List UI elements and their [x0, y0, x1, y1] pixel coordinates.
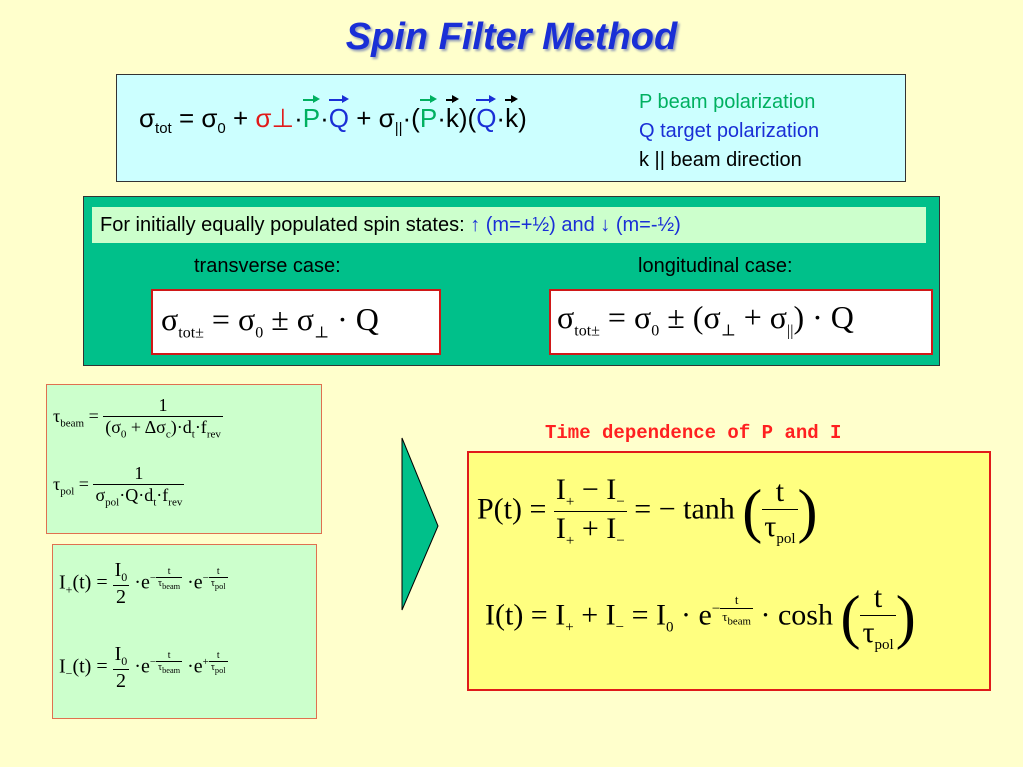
- dt-sub: t: [153, 496, 157, 509]
- vector-q: Q: [328, 95, 350, 133]
- beam-sub: beam: [162, 665, 181, 675]
- plus-sub: +: [565, 533, 575, 549]
- minus-sub: −: [615, 619, 625, 636]
- sub-zero: 0: [651, 322, 660, 340]
- t-symbol: t: [873, 581, 883, 614]
- sigma0-sub: 0: [120, 428, 127, 441]
- p-fraction: I+ − I− I+ + I−: [553, 473, 627, 549]
- denominator-two: 2: [112, 669, 130, 693]
- header-text: For initially equally populated spin sta…: [100, 214, 471, 236]
- right-arrow-icon: [401, 437, 439, 611]
- sub-tot-pm: tot±: [178, 324, 204, 342]
- plus-sub: +: [65, 582, 73, 597]
- beam-subscript: beam: [60, 417, 85, 430]
- i0-over-2: I0 2: [112, 559, 130, 609]
- longitudinal-formula: σtot± = σ0 ± (σ⊥ + σ||) · Q: [549, 289, 933, 355]
- vector-q: Q: [476, 95, 497, 133]
- total-cross-section-equation: σtot = σ0 + σ⊥·P·Q + σ||·(P·k)(Q·k): [139, 95, 527, 138]
- vector-k: k: [445, 95, 459, 133]
- sigma-perp: σ⊥: [255, 103, 295, 133]
- t-symbol: t: [167, 649, 171, 661]
- beam-sub: beam: [727, 615, 751, 628]
- vector-p: P: [419, 95, 438, 133]
- spin-states-box: For initially equally populated spin sta…: [83, 196, 940, 366]
- sub-par: ||: [787, 322, 794, 340]
- numerator-one: 1: [158, 395, 168, 415]
- tau-pol-denominator: σpol·Q·dt·frev: [93, 484, 185, 509]
- t-symbol: t: [775, 475, 785, 508]
- t-symbol: t: [216, 649, 220, 661]
- tau-beam-fraction: 1 (σ0 + Δσc)·dt·frev: [103, 395, 223, 441]
- minus-sub: −: [65, 666, 73, 681]
- t-symbol: t: [734, 592, 739, 608]
- tau-beam-denominator: (σ0 + Δσc)·dt·frev: [103, 416, 223, 441]
- vector-k: k: [505, 95, 519, 133]
- q-symbol: Q: [125, 485, 139, 505]
- minus-sub: −: [616, 494, 625, 510]
- spin-states-header: For initially equally populated spin sta…: [92, 207, 926, 243]
- slide-title: Spin Filter Method: [345, 16, 678, 58]
- sub-zero: 0: [255, 324, 264, 342]
- transverse-formula: σtot± = σ0 ± σ⊥ · Q: [151, 289, 441, 355]
- q-symbol: Q: [355, 301, 379, 337]
- t-symbol: t: [216, 565, 220, 577]
- tau-beam-equation: τbeam = 1 (σ0 + Δσc)·dt·frev: [53, 395, 223, 441]
- i-symbol: I: [114, 559, 122, 581]
- legend-q: Q target polarization: [639, 120, 820, 142]
- tanh-function: tanh: [683, 492, 735, 526]
- legend-p: P beam polarization: [639, 91, 816, 113]
- tot-subscript: tot: [155, 120, 172, 138]
- pol-sub: pol: [214, 581, 226, 591]
- pol-sub: pol: [874, 637, 894, 653]
- spin-states-values: ↑ (m=+½) and ↓ (m=-½): [470, 214, 681, 236]
- zero-subscript: 0: [217, 120, 226, 138]
- frev-sub: rev: [168, 496, 183, 509]
- minus-sub: −: [616, 533, 625, 549]
- cross-section-box: σtot = σ0 + σ⊥·P·Q + σ||·(P·k)(Q·k) P be…: [116, 74, 906, 182]
- cosh-function: cosh: [777, 598, 833, 632]
- parallel-subscript: ||: [394, 120, 403, 138]
- q-symbol: Q: [830, 299, 854, 335]
- pol-sub: pol: [776, 531, 796, 547]
- zero-sub: 0: [666, 619, 674, 636]
- transverse-label: transverse case:: [194, 255, 341, 277]
- numerator-one: 1: [134, 463, 144, 483]
- delta-sigma-sub: c: [165, 428, 171, 441]
- tau-pol-equation: τpol = 1 σpol·Q·dt·frev: [53, 463, 185, 509]
- frev-sub: rev: [206, 428, 221, 441]
- plus-sub: +: [565, 494, 575, 510]
- t-symbol: t: [167, 565, 171, 577]
- beam-sub: beam: [162, 581, 181, 591]
- sigma-zero: σ: [201, 103, 218, 133]
- longitudinal-label: longitudinal case:: [638, 255, 793, 277]
- sub-tot-pm: tot±: [574, 322, 600, 340]
- lifetime-box: τbeam = 1 (σ0 + Δσc)·dt·frev τpol = 1 σp…: [46, 384, 322, 534]
- vector-p: P: [302, 95, 321, 133]
- dt-sub: t: [191, 428, 195, 441]
- zero-sub: 0: [121, 570, 128, 584]
- denominator-two: 2: [112, 585, 130, 609]
- sigma-symbol: σ: [139, 103, 156, 133]
- sub-perp: ⊥: [314, 324, 330, 342]
- time-dependence-label: Time dependence of P and I: [545, 422, 842, 444]
- plus-sub: +: [565, 619, 574, 636]
- pol-subscript: pol: [60, 485, 75, 498]
- i-symbol: I: [114, 643, 122, 665]
- i0-over-2: I0 2: [112, 643, 130, 693]
- tau-pol-fraction: 1 σpol·Q·dt·frev: [93, 463, 185, 509]
- legend-k: k || beam direction: [639, 149, 802, 171]
- zero-sub: 0: [121, 654, 128, 668]
- sub-perp: ⊥: [720, 322, 736, 340]
- pol-sub: pol: [214, 665, 226, 675]
- pol-subscript: pol: [105, 496, 120, 509]
